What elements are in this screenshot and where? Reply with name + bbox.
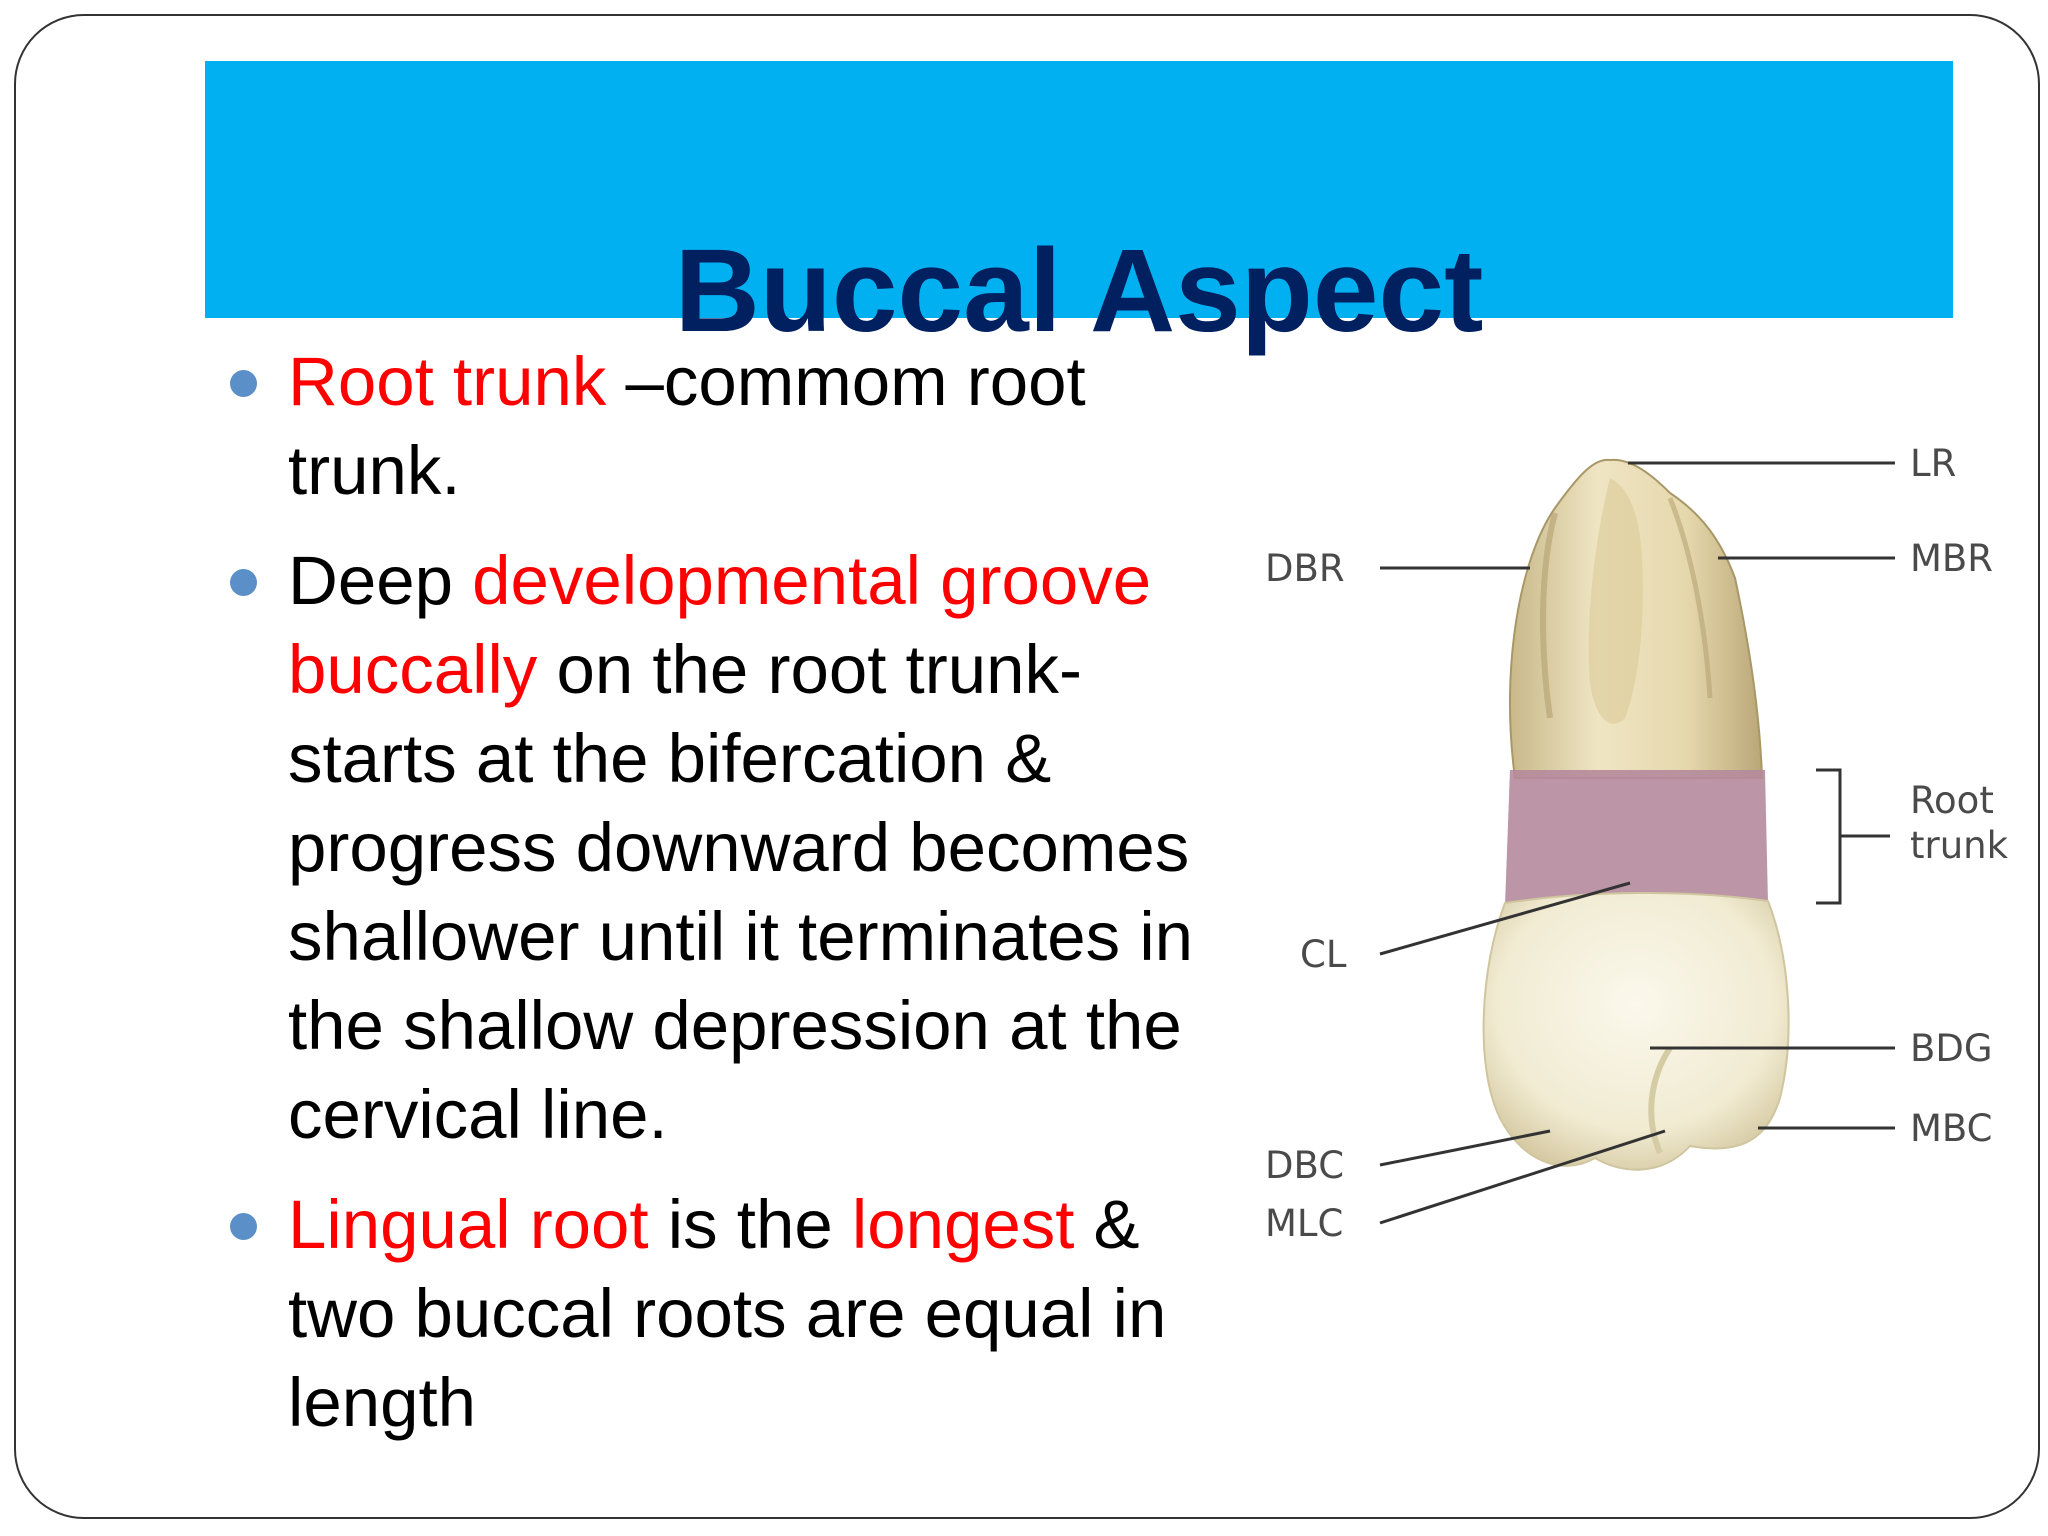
- highlight-text: Root trunk: [288, 343, 607, 420]
- label-cl: CL: [1300, 933, 1347, 976]
- tooth-diagram-svg: LR MBR DBR Root trunk CL BDG MBC DBC MLC: [1265, 442, 2009, 1245]
- bullet-list: Root trunk –commom root trunk. Deep deve…: [225, 337, 1215, 1468]
- title-bar: Buccal Aspect: [205, 61, 1953, 357]
- bullet-item-root-trunk: Root trunk –commom root trunk.: [225, 337, 1215, 515]
- body-text: on the root trunk- starts at the biferca…: [288, 631, 1194, 1153]
- label-dbc: DBC: [1265, 1144, 1344, 1187]
- body-text: is the: [648, 1186, 852, 1263]
- label-mbr: MBR: [1910, 537, 1993, 580]
- highlight-text: longest: [851, 1186, 1075, 1263]
- root-trunk-band: [1505, 770, 1768, 905]
- label-mbc: MBC: [1910, 1107, 1993, 1150]
- bullet-item-developmental-groove: Deep developmental groove buccally on th…: [225, 536, 1215, 1159]
- tooth-roots: [1508, 458, 1764, 779]
- body-text: Deep: [288, 542, 473, 619]
- leader-lines: [1379, 461, 1895, 1225]
- label-root-trunk-line1: Root: [1910, 779, 1994, 822]
- bullet-dot-icon: [230, 569, 257, 596]
- label-root-trunk-line2: trunk: [1910, 824, 2009, 867]
- body-text: –commom root trunk.: [288, 343, 1086, 509]
- bullet-dot-icon: [230, 370, 257, 397]
- highlight-text: developmental groove buccally: [288, 542, 1152, 708]
- label-bdg: BDG: [1910, 1027, 1993, 1070]
- bullet-item-lingual-root: Lingual root is the longest & two buccal…: [225, 1180, 1215, 1447]
- label-mlc: MLC: [1265, 1202, 1343, 1245]
- tooth-diagram: LR MBR DBR Root trunk CL BDG MBC DBC MLC: [1250, 418, 2040, 1298]
- label-dbr: DBR: [1265, 547, 1345, 590]
- root-trunk-bracket: [1816, 768, 1890, 905]
- bullet-dot-icon: [230, 1213, 257, 1240]
- body-text: & two buccal roots are equal in length: [288, 1186, 1167, 1441]
- slide-title: Buccal Aspect: [674, 225, 1484, 357]
- label-lr: LR: [1910, 442, 1956, 485]
- tooth-crown: [1482, 891, 1790, 1171]
- highlight-text: Lingual root: [288, 1186, 649, 1263]
